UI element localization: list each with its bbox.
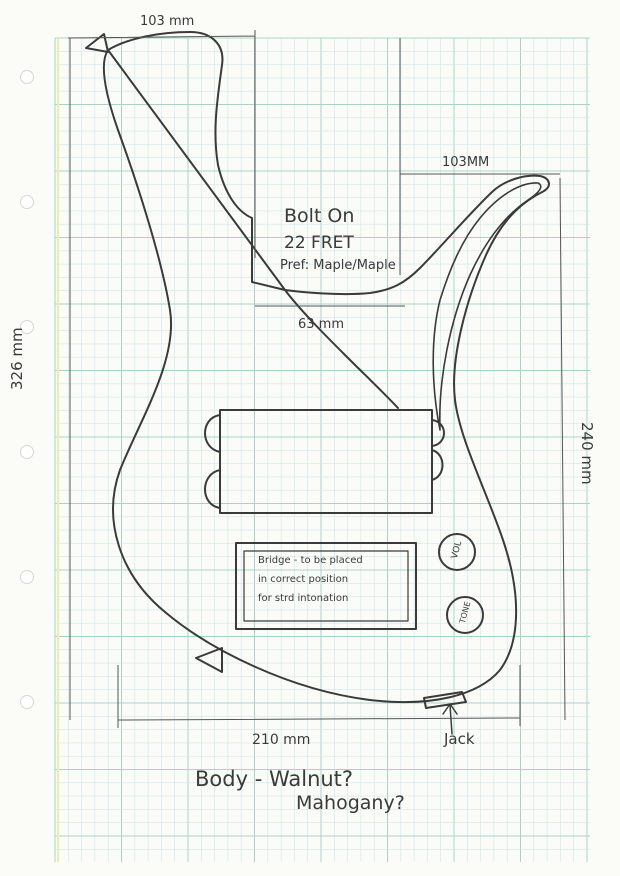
horn-width-label: 103MM <box>442 155 490 170</box>
neck-note-line1: Bolt On <box>284 205 355 227</box>
bridge-note-line1: Bridge - to be placed <box>258 555 363 566</box>
binder-hole <box>20 695 34 709</box>
binder-hole <box>20 70 34 84</box>
body-width-dimension <box>117 665 521 728</box>
strap-button-bottom <box>195 647 223 673</box>
pickup-ear-left <box>204 414 221 509</box>
volume-knob <box>438 533 476 571</box>
binder-hole <box>20 570 34 584</box>
binder-hole <box>20 195 34 209</box>
horn-inner-outline <box>432 182 542 431</box>
bridge-outer <box>235 542 417 630</box>
strap-button-top <box>85 33 109 53</box>
jack-label: Jack <box>444 730 475 748</box>
binder-hole <box>20 320 34 334</box>
overall-length-label: 326 mm <box>8 327 26 390</box>
body-width-label: 210 mm <box>252 732 311 748</box>
pickup-ear-right <box>431 419 445 481</box>
body-outline <box>102 31 550 704</box>
bridge-inner <box>243 550 409 622</box>
wood-note-line1: Body - Walnut? <box>195 767 354 791</box>
wood-note-line2: Mahogany? <box>296 792 405 814</box>
pickup-rect <box>219 409 433 514</box>
binder-hole <box>20 445 34 459</box>
body-length-dimension <box>559 177 566 721</box>
head-width-dimension <box>67 30 256 258</box>
body-length-label: 240 mm <box>578 422 596 485</box>
horn-width-dimension <box>399 38 560 275</box>
tone-knob <box>446 596 484 634</box>
jack-socket <box>423 691 467 709</box>
jack-arrow <box>442 703 458 735</box>
head-width-label: 103 mm <box>140 14 195 29</box>
neck-note-line2: 22 FRET <box>284 233 354 253</box>
neck-pocket-label: 63 mm <box>298 317 345 332</box>
neck-note-line3: Pref: Maple/Maple <box>280 258 396 273</box>
bridge-note-line3: for strd intonation <box>258 593 349 604</box>
bridge-note-line2: in correct position <box>258 574 349 585</box>
